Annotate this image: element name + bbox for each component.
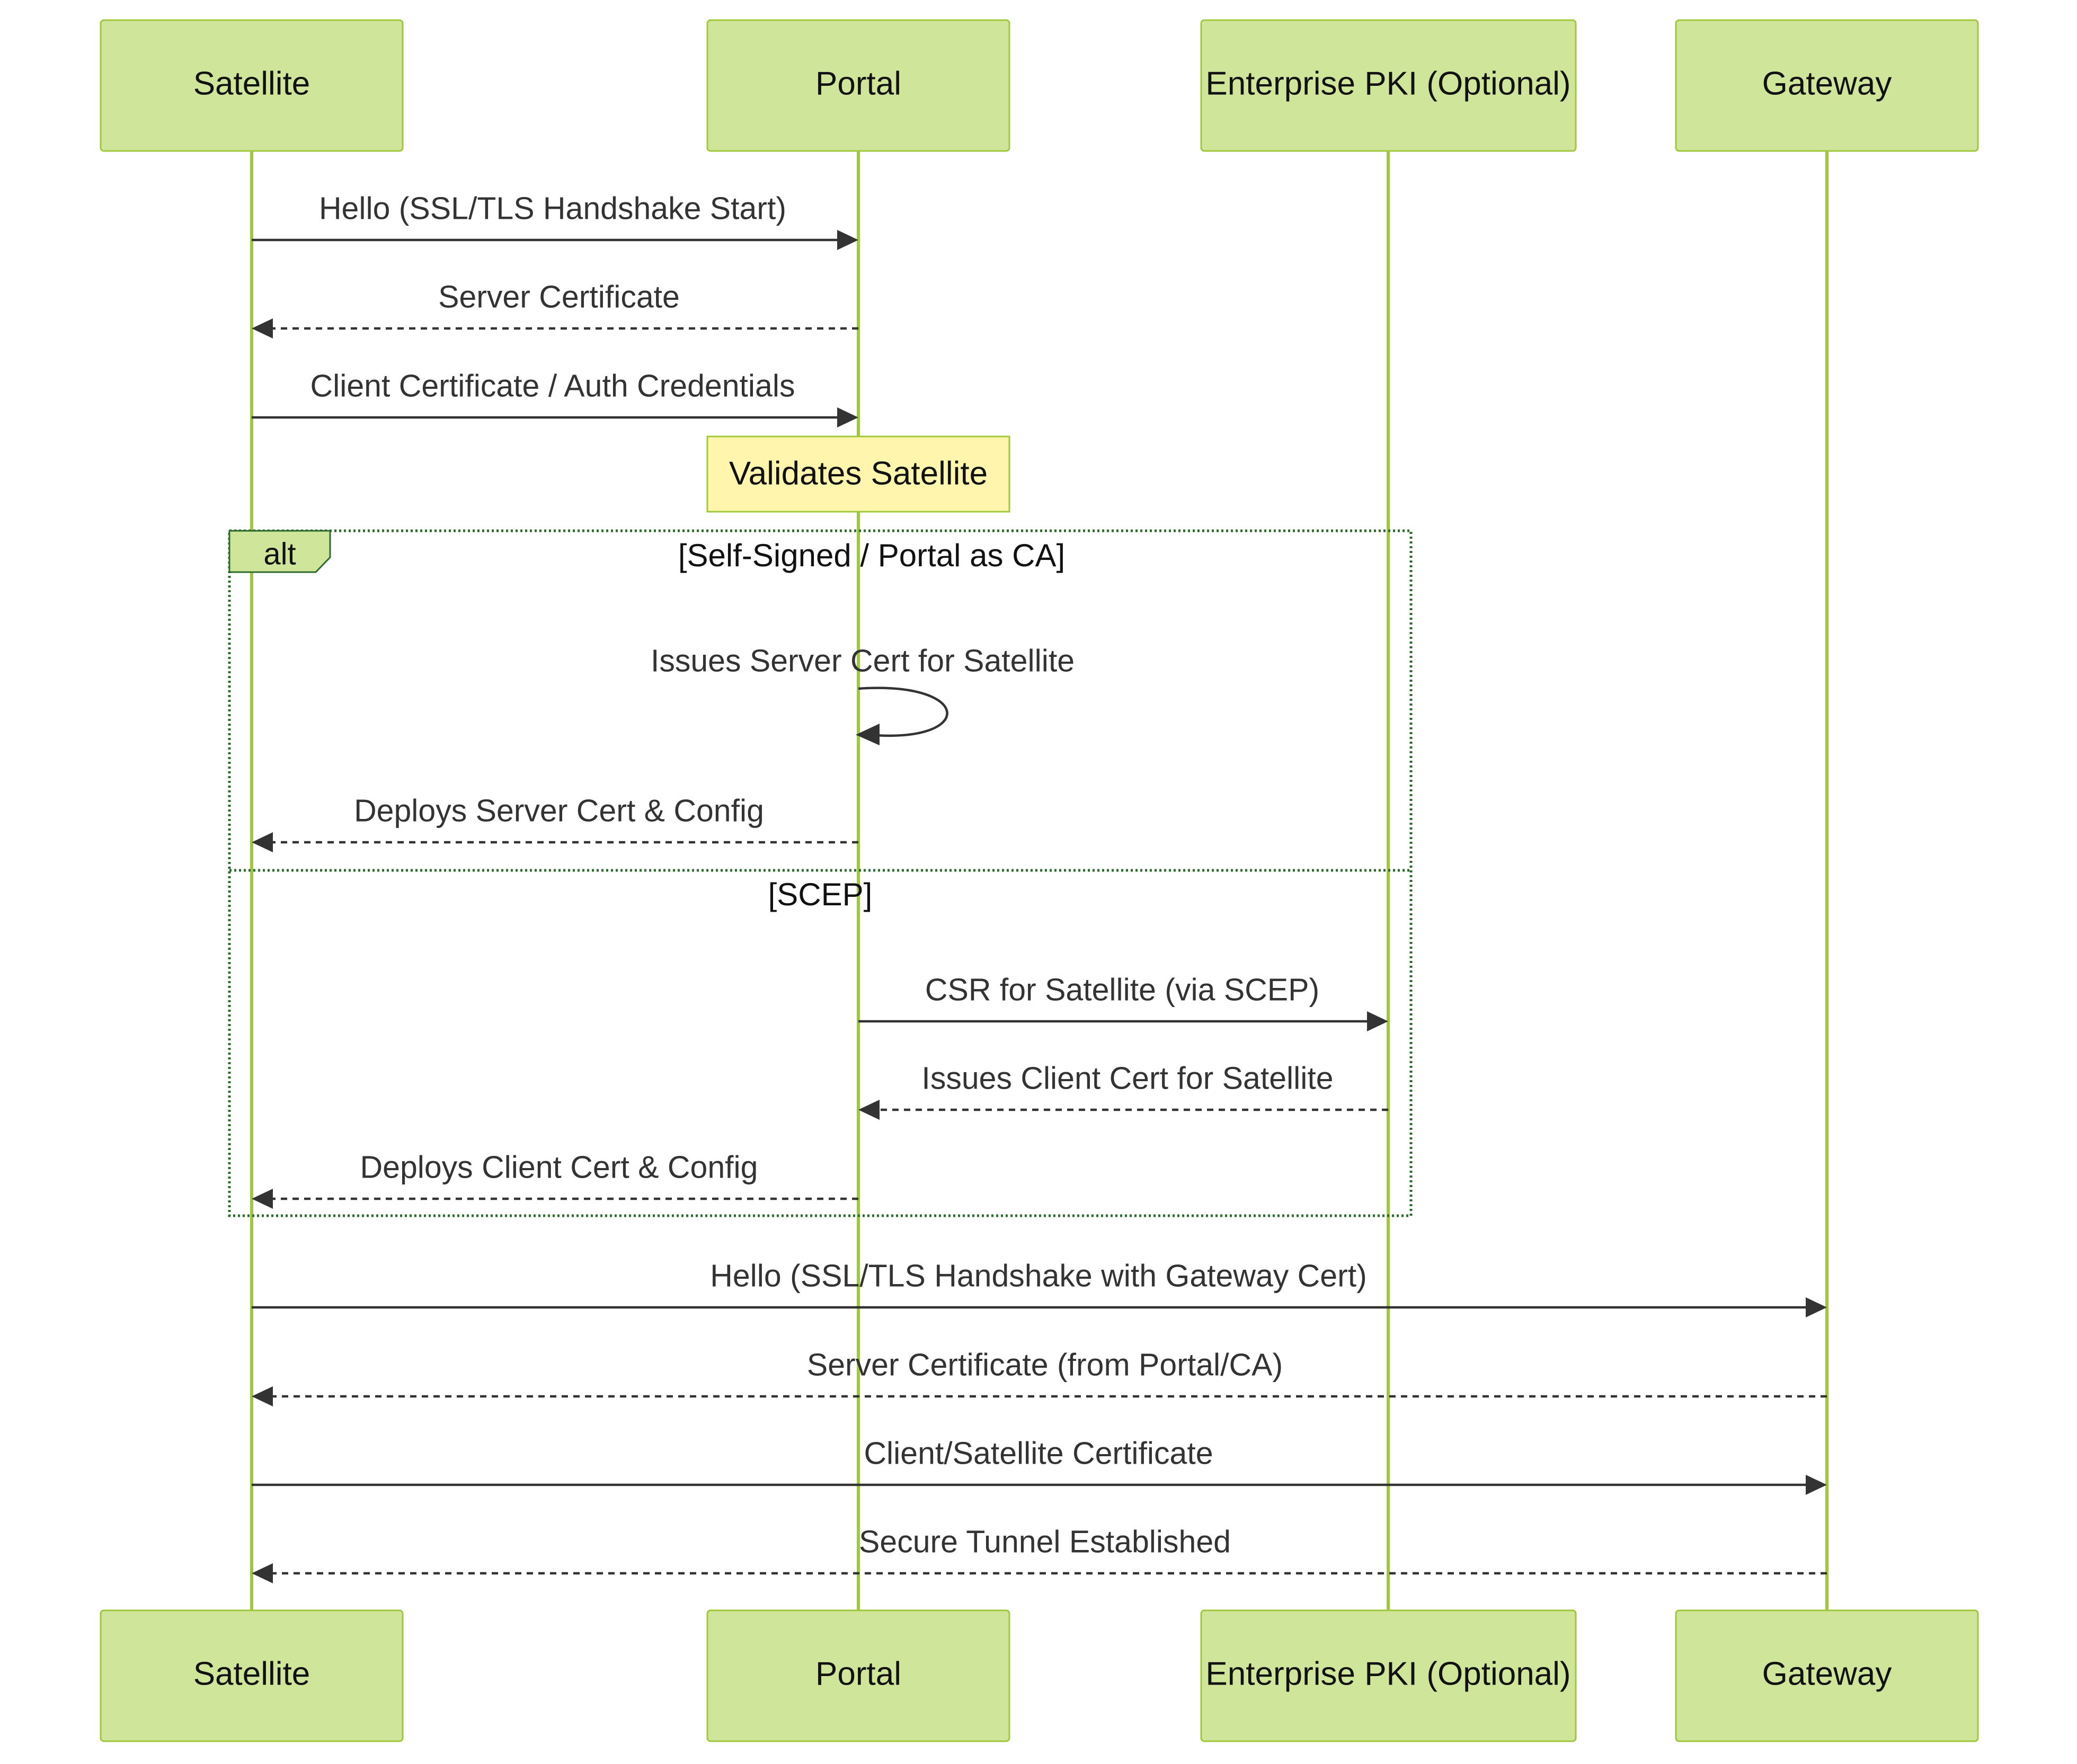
actor-label: Gateway: [1762, 1655, 1892, 1692]
message-secure-tunnel: Secure Tunnel Established: [252, 1525, 1827, 1583]
arrowhead-left: [252, 1386, 273, 1406]
arrowhead-left: [856, 724, 880, 745]
actor-gateway-bottom: Gateway: [1675, 1609, 1979, 1742]
alt-condition-2: [SCEP]: [768, 877, 873, 912]
actor-satellite-bottom: Satellite: [100, 1609, 404, 1742]
message-label: Server Certificate: [438, 280, 680, 315]
actor-pki-top: Enterprise PKI (Optional): [1200, 19, 1577, 152]
alt-frame-tag: [228, 530, 331, 573]
arrowhead-left: [252, 1563, 273, 1583]
actor-portal-bottom: Portal: [706, 1609, 1010, 1742]
actor-portal-top: Portal: [706, 19, 1010, 152]
message-csr-for-satellite: CSR for Satellite (via SCEP): [858, 973, 1388, 1031]
actor-label: Satellite: [193, 65, 310, 102]
arrowhead-left: [252, 318, 273, 338]
alt-frame-border: [228, 529, 1413, 1217]
arrowhead-right: [1806, 1475, 1827, 1495]
message-deploys-server-cert: Deploys Server Cert & Config: [252, 794, 858, 852]
message-client-satellite-cert: Client/Satellite Certificate: [252, 1436, 1827, 1495]
actor-label: Gateway: [1762, 65, 1892, 102]
note-label: Validates Satellite: [729, 455, 988, 492]
message-label: CSR for Satellite (via SCEP): [925, 973, 1319, 1008]
message-issues-client-cert: Issues Client Cert for Satellite: [858, 1061, 1388, 1120]
message-issues-server-cert-self: Issues Server Cert for Satellite: [651, 644, 1075, 745]
messages: Hello (SSL/TLS Handshake Start) Server C…: [252, 191, 1827, 1583]
message-server-certificate: Server Certificate: [252, 280, 858, 338]
message-server-cert-gateway: Server Certificate (from Portal/CA): [252, 1348, 1827, 1406]
message-client-certificate-auth: Client Certificate / Auth Credentials: [252, 369, 858, 427]
message-label: Client Certificate / Auth Credentials: [310, 369, 795, 404]
note-validates-satellite: Validates Satellite: [706, 435, 1010, 513]
message-hello-portal: Hello (SSL/TLS Handshake Start): [252, 191, 858, 250]
message-label: Hello (SSL/TLS Handshake with Gateway Ce…: [710, 1259, 1367, 1294]
arrowhead-left: [252, 1189, 273, 1209]
alt-frame-tag-label: alt: [263, 537, 296, 571]
message-label: Issues Client Cert for Satellite: [921, 1061, 1333, 1096]
actor-pki-bottom: Enterprise PKI (Optional): [1200, 1609, 1577, 1742]
arrowhead-left: [858, 1100, 880, 1120]
message-deploys-client-cert: Deploys Client Cert & Config: [252, 1150, 858, 1209]
actor-label: Enterprise PKI (Optional): [1205, 1655, 1570, 1692]
actor-label: Portal: [815, 65, 901, 102]
message-label: Secure Tunnel Established: [859, 1525, 1231, 1560]
alt-frame: alt [Self-Signed / Portal as CA] [SCEP]: [228, 529, 1413, 1217]
arrowhead-left: [252, 832, 273, 852]
message-label: Hello (SSL/TLS Handshake Start): [319, 191, 786, 226]
actors-top: Satellite Portal Enterprise PKI (Optiona…: [100, 19, 1979, 152]
message-label: Issues Server Cert for Satellite: [651, 644, 1075, 679]
actors-bottom: Satellite Portal Enterprise PKI (Optiona…: [100, 1609, 1979, 1742]
actor-label: Satellite: [193, 1655, 310, 1692]
arrowhead-right: [837, 407, 858, 427]
message-label: Deploys Client Cert & Config: [360, 1150, 758, 1185]
message-label: Server Certificate (from Portal/CA): [807, 1348, 1283, 1383]
alt-condition-1: [Self-Signed / Portal as CA]: [678, 538, 1065, 573]
message-hello-gateway: Hello (SSL/TLS Handshake with Gateway Ce…: [252, 1259, 1827, 1317]
arrowhead-right: [837, 230, 858, 250]
actor-satellite-top: Satellite: [100, 19, 404, 152]
actor-label: Enterprise PKI (Optional): [1205, 65, 1570, 102]
actor-label: Portal: [815, 1655, 901, 1692]
arrowhead-right: [1806, 1297, 1827, 1317]
message-label: Client/Satellite Certificate: [864, 1436, 1213, 1471]
lifelines: [250, 151, 1829, 1610]
arrowhead-right: [1367, 1011, 1388, 1031]
actor-gateway-top: Gateway: [1675, 19, 1979, 152]
message-label: Deploys Server Cert & Config: [354, 794, 764, 828]
